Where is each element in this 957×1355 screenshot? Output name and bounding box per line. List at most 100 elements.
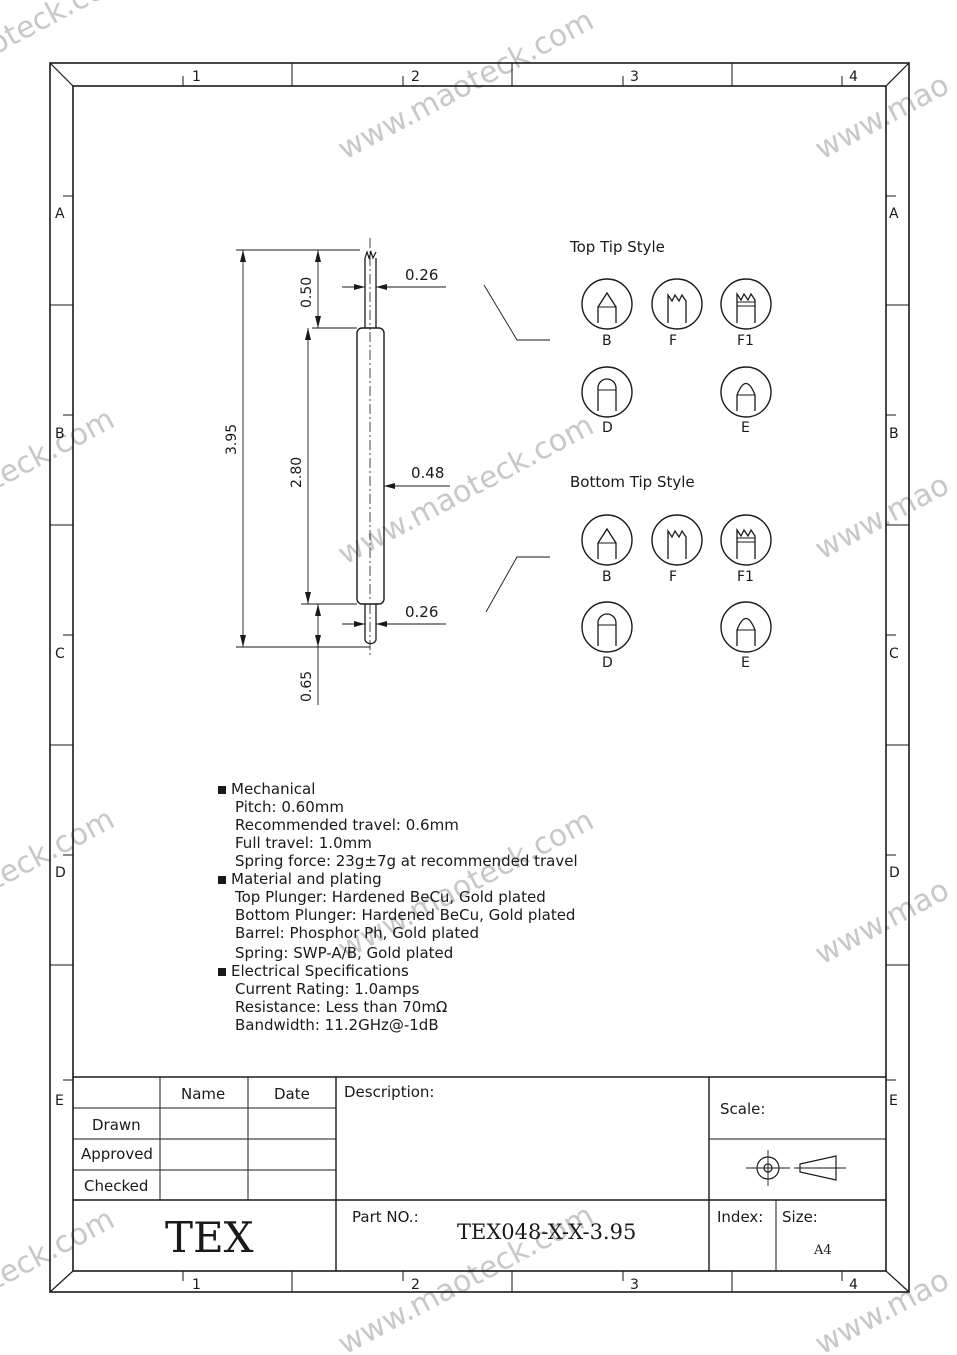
spec-line: Full travel: 1.0mm — [235, 834, 372, 852]
top-tip-style-title: Top Tip Style — [569, 238, 665, 256]
part-no-label: Part NO.: — [352, 1208, 419, 1226]
row-label-a: A — [889, 206, 899, 222]
spec-line: Bandwidth: 11.2GHz@-1dB — [235, 1016, 439, 1034]
bottom-plunger — [364, 604, 377, 655]
tip-b-icon — [581, 278, 633, 330]
watermark-text: oteck.com — [0, 0, 137, 62]
bottom-tip-style-title: Bottom Tip Style — [570, 473, 695, 491]
part-number: TEX048-X-X-3.95 — [457, 1220, 636, 1244]
tip-d-icon — [581, 366, 633, 418]
dimension-bottom-plunger-length: 0.65 — [299, 604, 321, 705]
tip-f-icon — [651, 278, 703, 330]
checked-label: Checked — [84, 1177, 148, 1195]
dimension-bottom-plunger-diameter: 0.26 — [342, 603, 446, 627]
top-tip-leader-line — [483, 284, 550, 341]
size-value: A4 — [813, 1243, 832, 1258]
size-label: Size: — [782, 1208, 818, 1226]
row-label-d: D — [55, 865, 66, 881]
dimension-barrel-diameter: 0.48 — [384, 464, 450, 489]
row-label-c: C — [55, 646, 65, 662]
drawing-frame — [49, 62, 910, 1293]
row-label-d: D — [889, 865, 900, 881]
watermark-text: www.maoteck.com — [332, 3, 599, 167]
tip-e-label: E — [741, 655, 750, 671]
spec-line: Current Rating: 1.0amps — [235, 980, 419, 998]
spec-line: Resistance: Less than 70mΩ — [235, 998, 447, 1016]
watermark-text: www.mao — [809, 1262, 955, 1355]
watermark-text: www.mao — [809, 467, 955, 567]
company-name: TEX — [165, 1213, 254, 1262]
top-plunger-diameter-label: 0.26 — [405, 266, 438, 284]
watermark-text: www.maoteck.com — [332, 408, 599, 572]
bottom-tip-styles: Bottom Tip Style B F F1 D — [570, 473, 772, 671]
tip-d-label: D — [602, 655, 613, 671]
tip-f-icon — [651, 514, 703, 566]
index-label: Index: — [717, 1208, 763, 1226]
dimension-barrel-length: 2.80 — [289, 328, 357, 605]
scale-label: Scale: — [720, 1100, 765, 1118]
column-label-4: 4 — [849, 69, 858, 85]
dimension-overall-length: 3.95 — [224, 249, 370, 648]
drawn-label: Drawn — [92, 1116, 141, 1134]
row-label-e: E — [889, 1093, 898, 1109]
watermark-text: teck.com — [0, 802, 120, 898]
spec-line: Spring: SWP-A/B, Gold plated — [235, 944, 453, 962]
tip-d-label: D — [602, 420, 613, 436]
description-label: Description: — [344, 1083, 434, 1101]
spec-line: Spring force: 23g±7g at recommended trav… — [235, 852, 578, 870]
pogo-pin-drawing: 3.95 0.50 2.80 0.65 — [224, 238, 550, 705]
name-column-header: Name — [181, 1085, 225, 1103]
tip-e-icon — [720, 601, 772, 653]
tip-b-icon — [581, 514, 633, 566]
column-label-2: 2 — [411, 1277, 420, 1293]
spec-line: Recommended travel: 0.6mm — [235, 816, 459, 834]
spec-line: Barrel: Phosphor Ph, Gold plated — [235, 924, 479, 942]
column-label-4: 4 — [849, 1277, 858, 1293]
column-label-1: 1 — [192, 69, 201, 85]
dimension-top-plunger-diameter: 0.26 — [342, 266, 446, 290]
zone-labels: 1 2 3 4 1 2 3 4 A B C D E A B C D E — [55, 69, 900, 1293]
tip-b-label: B — [602, 333, 612, 349]
spec-line: Bottom Plunger: Hardened BeCu, Gold plat… — [235, 906, 575, 924]
tip-f1-icon — [720, 514, 772, 566]
tip-f1-label: F1 — [737, 569, 754, 585]
row-label-c: C — [889, 646, 899, 662]
barrel-length-label: 2.80 — [289, 457, 305, 488]
watermark-text: www.mao — [809, 67, 955, 167]
projection-symbol-icon — [746, 1150, 846, 1186]
bullet-electrical — [218, 968, 226, 976]
watermark-text: teck.com — [0, 402, 120, 498]
bottom-plunger-diameter-label: 0.26 — [405, 603, 438, 621]
specifications: Mechanical Pitch: 0.60mm Recommended tra… — [218, 780, 578, 1034]
tip-b-label: B — [602, 569, 612, 585]
watermark-text: www.mao — [809, 872, 955, 972]
tip-d-icon — [581, 601, 633, 653]
row-label-a: A — [55, 206, 65, 222]
approved-label: Approved — [81, 1145, 153, 1163]
column-label-1: 1 — [192, 1277, 201, 1293]
dimension-top-plunger-length: 0.50 — [299, 250, 357, 329]
column-label-3: 3 — [630, 69, 639, 85]
overall-length-label: 3.95 — [224, 424, 240, 455]
row-label-b: B — [55, 426, 65, 442]
top-plunger-length-label: 0.50 — [299, 277, 315, 308]
tip-f1-label: F1 — [737, 333, 754, 349]
spec-line: Top Plunger: Hardened BeCu, Gold plated — [234, 888, 546, 906]
column-label-3: 3 — [630, 1277, 639, 1293]
spec-line: Pitch: 0.60mm — [235, 798, 344, 816]
electrical-heading: Electrical Specifications — [231, 962, 409, 980]
row-label-b: B — [889, 426, 899, 442]
top-plunger — [364, 238, 377, 330]
bullet-material — [218, 876, 226, 884]
barrel-diameter-label: 0.48 — [411, 464, 444, 482]
date-column-header: Date — [274, 1085, 310, 1103]
tip-f1-icon — [720, 278, 772, 330]
row-label-e: E — [55, 1093, 64, 1109]
title-block: Name Date Drawn Approved Checked Descrip… — [73, 1076, 886, 1271]
bottom-plunger-length-label: 0.65 — [299, 671, 315, 702]
bottom-tip-leader-line — [485, 556, 550, 613]
column-label-2: 2 — [411, 69, 420, 85]
bullet-mechanical — [218, 786, 226, 794]
barrel — [356, 327, 385, 605]
